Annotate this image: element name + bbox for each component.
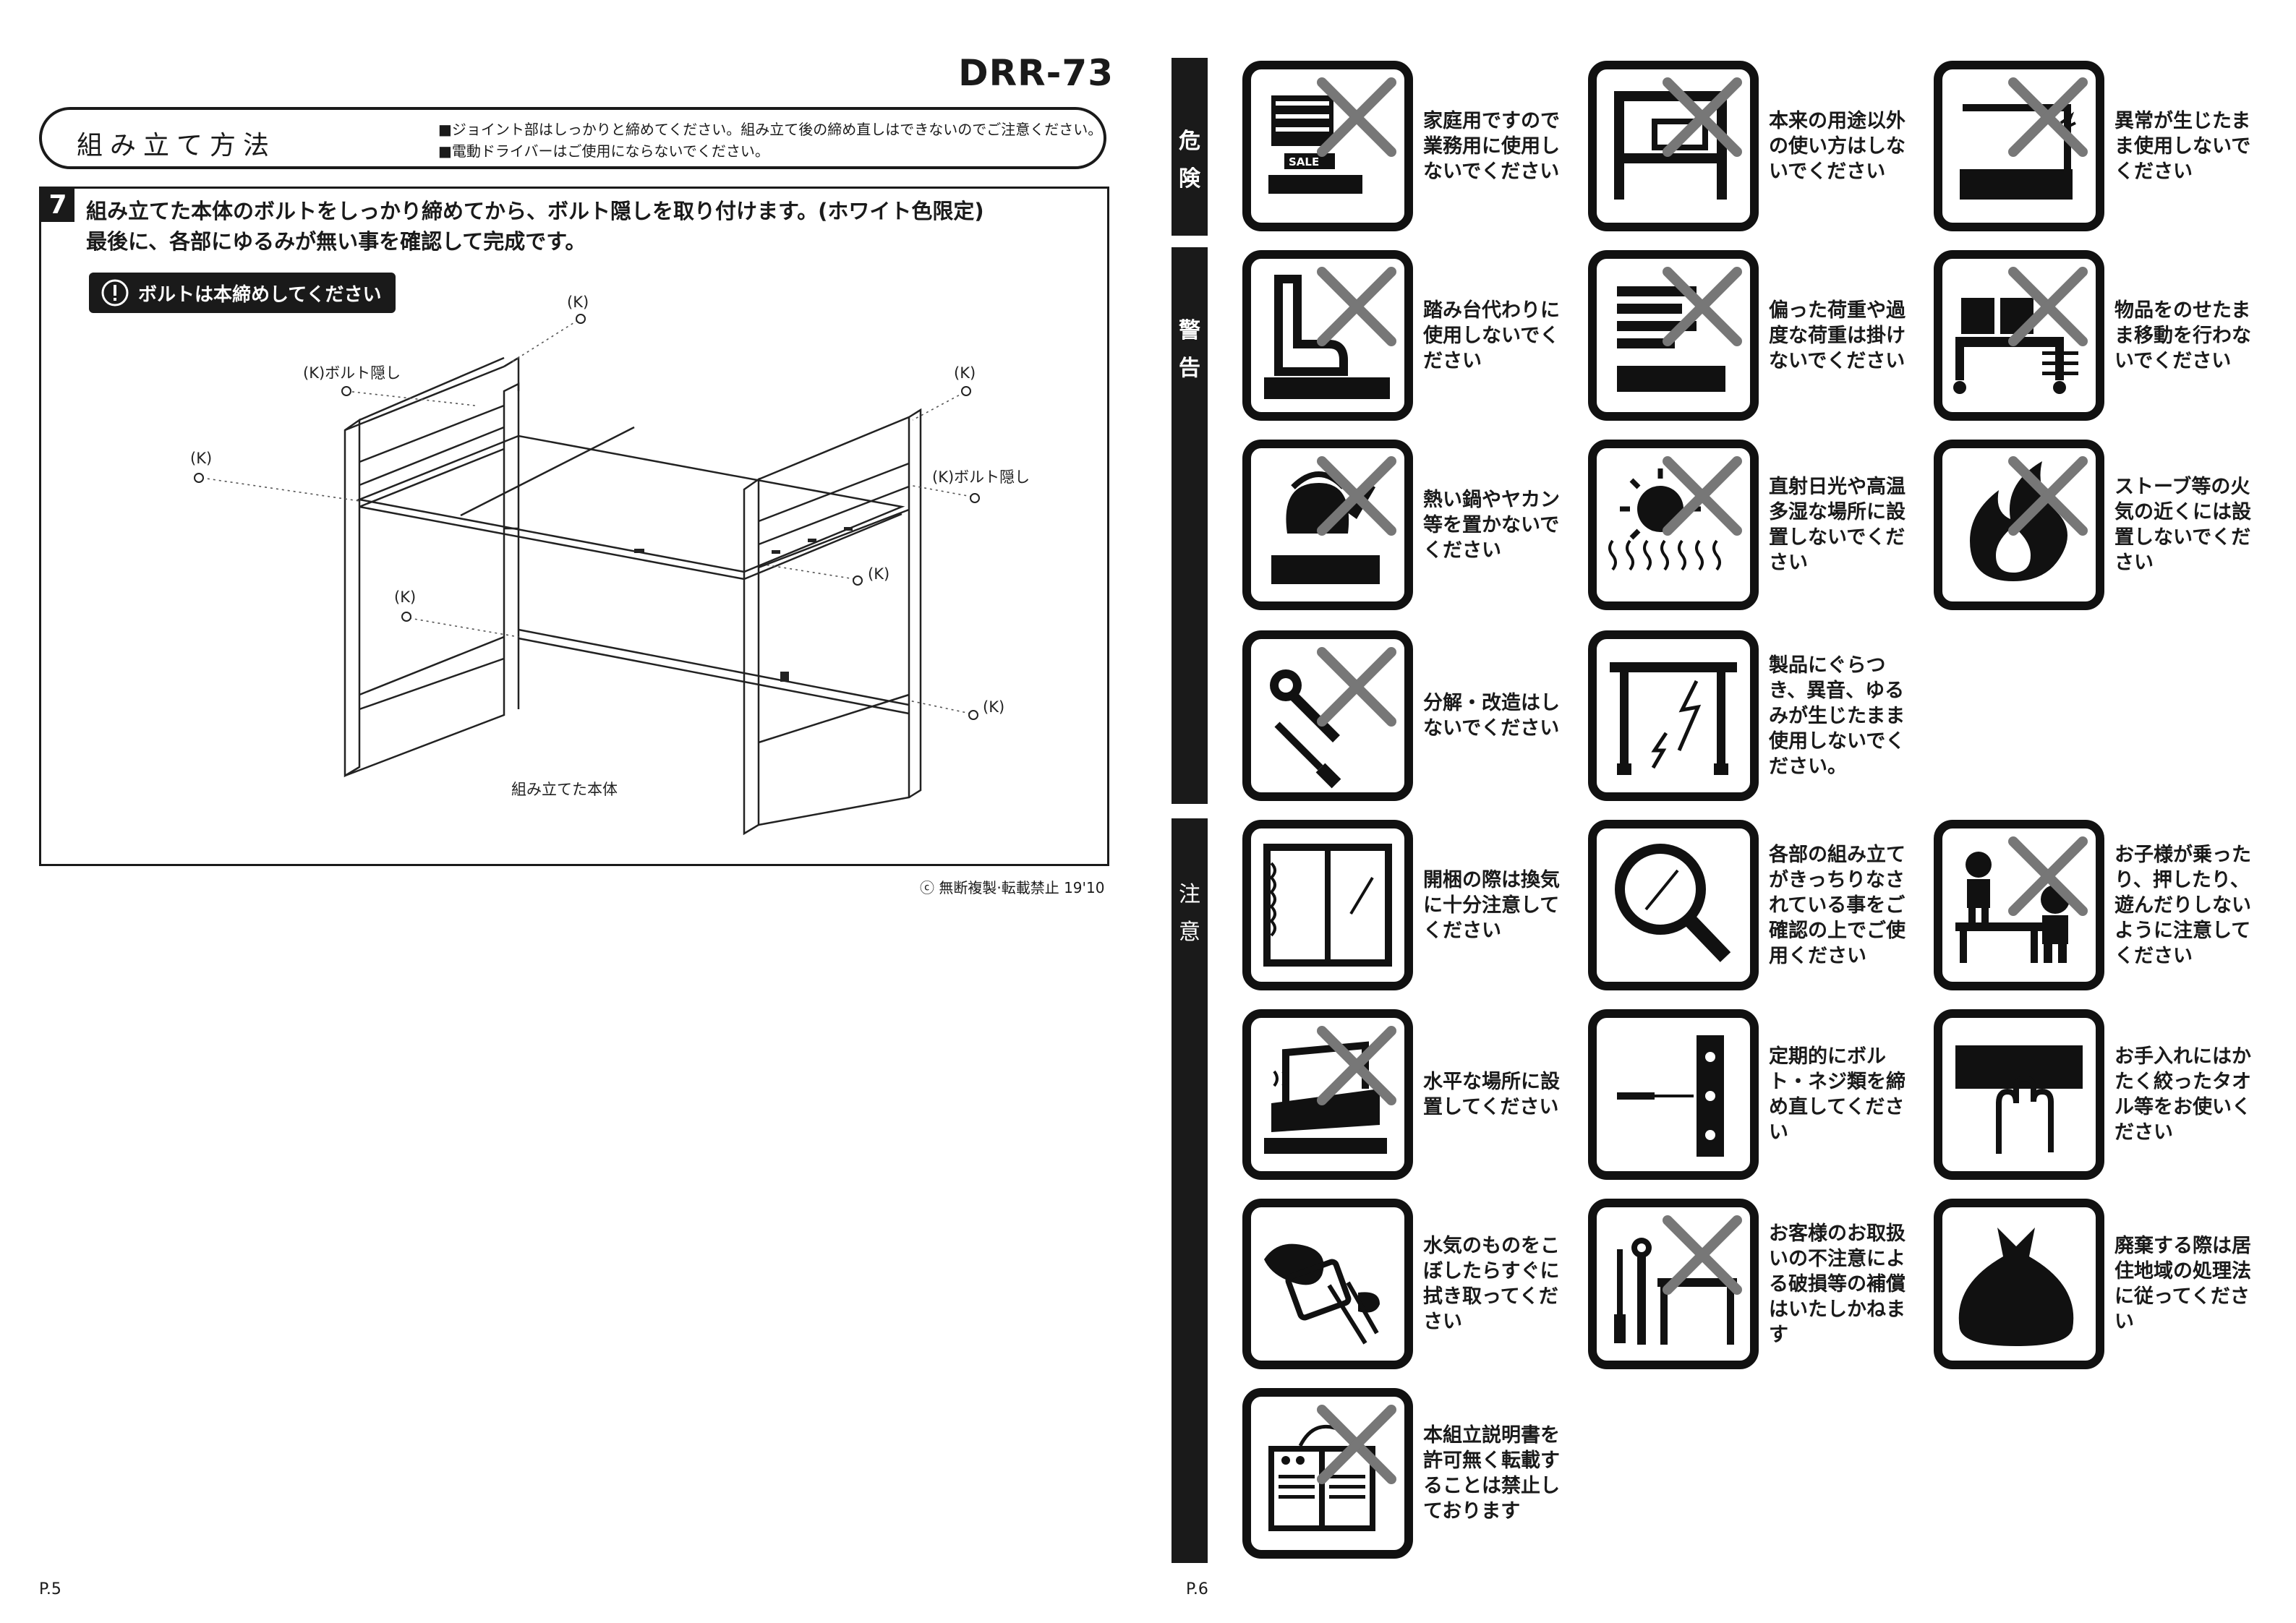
warning-text: お子様が乗ったり、押したり、遊んだりしないように注意してください — [2114, 843, 2251, 967]
step-line-1: 組み立てた本体のボルトをしっかり締めてから、ボルト隠しを取り付けます。(ホワイト… — [86, 199, 984, 223]
ventilation-window-icon — [1242, 820, 1413, 990]
step-instructions: 組み立てた本体のボルトをしっかり締めてから、ボルト隠しを取り付けます。(ホワイト… — [86, 196, 984, 257]
boot-step-icon — [1242, 250, 1413, 421]
warning-text: 熱い鍋やヤカン等を置かないでください — [1423, 488, 1560, 562]
warning-text: 製品にぐらつき、異音、ゆるみが生じたまま使用しないでください。 — [1769, 654, 1905, 778]
warning-cell: 熱い鍋やヤカン等を置かないでください — [1242, 440, 1575, 610]
rack-drawing: (K) (K)ボルト隠し (K) (K) (K)ボルト隠し (K) (K) (K… — [190, 294, 1030, 836]
sale-shelf-icon: SALE — [1242, 61, 1413, 231]
warning-cell: 直射日光や高温多湿な場所に設置しないでください — [1588, 440, 1921, 610]
wipe-spill-icon — [1242, 1199, 1413, 1369]
label-k-middle: (K) — [868, 565, 889, 583]
assembly-notes: ■ジョイント部はしっかりと締めてください。組み立て後の締め直しはできないのでご注… — [438, 119, 1102, 162]
warning-text: 定期的にボルト・ネジ類を締め直してください — [1769, 1045, 1905, 1144]
warning-cell: お子様が乗ったり、押したり、遊んだりしないように注意してください — [1934, 820, 2266, 990]
page-number-left: P.5 — [39, 1580, 61, 1598]
garbage-bag-icon — [1934, 1199, 2104, 1369]
warning-text: 踏み台代わりに使用しないでください — [1423, 299, 1560, 372]
warning-cell: 各部の組み立てがきっちりなされている事をご確認の上でご使用ください — [1588, 820, 1921, 990]
warning-cell: 廃棄する際は居住地域の処理法に従ってください — [1934, 1199, 2266, 1369]
step-line-2: 最後に、各部にゆるみが無い事を確認して完成です。 — [86, 229, 586, 254]
warning-cell: 分解・改造はしないでください — [1242, 630, 1575, 801]
label-k-cover-right: (K)ボルト隠し — [932, 468, 1030, 486]
warning-text: 直射日光や高温多湿な場所に設置しないでください — [1769, 476, 1905, 574]
warning-cell: 物品をのせたまま移動を行わないでください — [1934, 250, 2266, 421]
category-danger-label: 危険 — [1179, 129, 1200, 192]
warning-text: 物品をのせたまま移動を行わないでください — [2114, 299, 2251, 372]
warning-cell: SALE 家庭用ですので業務用に使用しないでください — [1242, 61, 1575, 231]
warning-text: お手入れにはかたく絞ったタオル等をお使いください — [2114, 1045, 2251, 1144]
left-page: DRR-73 組み立て方法 ■ジョイント部はしっかりと締めてください。組み立て後… — [39, 52, 1114, 1598]
warning-text: お客様のお取扱いの不注意による破損等の補償はいたしかねます — [1769, 1222, 1905, 1346]
label-assembled-body: 組み立てた本体 — [511, 781, 618, 798]
step-7-box: 7 組み立てた本体のボルトをしっかり締めてから、ボルト隠しを取り付けます。(ホワ… — [39, 187, 1109, 866]
towel-hand-icon — [1934, 1009, 2104, 1180]
category-caution: 注意 — [1172, 818, 1208, 1563]
label-k-left: (K) — [190, 450, 212, 467]
warning-cell: 踏み台代わりに使用しないでください — [1242, 250, 1575, 421]
overload-icon — [1588, 250, 1759, 421]
warning-cell: 製品にぐらつき、異音、ゆるみが生じたまま使用しないでください。 — [1588, 630, 1921, 801]
uneven-floor-icon — [1242, 1009, 1413, 1180]
category-warning: 警告 — [1172, 247, 1208, 804]
warning-cell: 本来の用途以外の使い方はしないでください — [1588, 61, 1921, 231]
label-k-lower-left: (K) — [394, 588, 416, 606]
copy-manual-icon — [1242, 1388, 1413, 1559]
warning-text: 分解・改造はしないでください — [1423, 692, 1560, 740]
category-caution-label: 注意 — [1179, 882, 1200, 945]
category-warning-label: 警告 — [1179, 318, 1200, 381]
notice-text: ボルトは本締めしてください — [138, 283, 382, 306]
warning-text: 本組立説明書を許可無く転載することは禁止しております — [1423, 1424, 1560, 1523]
label-k-right-top: (K) — [954, 364, 976, 382]
page-number-right: P.6 — [1186, 1580, 1208, 1598]
warning-text: 異常が生じたまま使用しないでください — [2114, 109, 2251, 183]
sun-heat-icon — [1588, 440, 1759, 610]
note-driver: ■電動ドライバーはご使用にならないでください。 — [438, 142, 769, 160]
tools-damage-icon — [1588, 1199, 1759, 1369]
model-number: DRR-73 — [958, 52, 1114, 94]
broken-rack-icon — [1934, 61, 2104, 231]
warning-text: 本来の用途以外の使い方はしないでください — [1769, 109, 1905, 183]
magnifier-icon — [1588, 820, 1759, 990]
exclamation-icon — [101, 279, 129, 307]
warning-text: 廃棄する際は居住地域の処理法に従ってください — [2114, 1235, 2251, 1333]
step-number: 7 — [41, 189, 74, 222]
warning-text: 水気のものをこぼしたらすぐに拭き取ってください — [1423, 1235, 1560, 1333]
svg-text:SALE: SALE — [1289, 155, 1319, 168]
note-joint: ■ジョイント部はしっかりと締めてください。組み立て後の締め直しはできないのでご注… — [438, 121, 1103, 138]
warning-cell: 偏った荷重や過度な荷重は掛けないでください — [1588, 250, 1921, 421]
warning-text: 水平な場所に設置してください — [1423, 1071, 1560, 1118]
warning-text: 開梱の際は換気に十分注意してください — [1423, 868, 1560, 942]
category-danger: 危険 — [1172, 58, 1208, 236]
flame-icon — [1934, 440, 2104, 610]
assembly-header: 組み立て方法 ■ジョイント部はしっかりと締めてください。組み立て後の締め直しはで… — [39, 107, 1106, 169]
assembly-title: 組み立て方法 — [77, 131, 277, 160]
warning-cell: 本組立説明書を許可無く転載することは禁止しております — [1242, 1388, 1575, 1559]
warning-cell: お手入れにはかたく絞ったタオル等をお使いください — [1934, 1009, 2266, 1180]
right-page: 危険 警告 注意 SALE 家庭用ですので業務用に使用しないでください 本来の用途以… — [1172, 0, 2296, 1623]
warning-cell: お客様のお取扱いの不注意による破損等の補償はいたしかねます — [1588, 1199, 1921, 1369]
warning-text: 偏った荷重や過度な荷重は掛けないでください — [1769, 299, 1905, 372]
warning-cell: 異常が生じたまま使用しないでください — [1934, 61, 2266, 231]
cracked-rack-icon — [1588, 630, 1759, 801]
warning-cell: ストーブ等の火気の近くには設置しないでください — [1934, 440, 2266, 610]
warning-cell: 開梱の際は換気に十分注意してください — [1242, 820, 1575, 990]
warning-text: 家庭用ですので業務用に使用しないでください — [1423, 109, 1560, 183]
warning-cell: 定期的にボルト・ネジ類を締め直してください — [1588, 1009, 1921, 1180]
tools-icon — [1242, 630, 1413, 801]
label-k-lower-right: (K) — [983, 698, 1004, 716]
children-icon — [1934, 820, 2104, 990]
warning-text: ストーブ等の火気の近くには設置しないでください — [2114, 476, 2251, 574]
moving-cart-icon — [1934, 250, 2104, 421]
screwdriver-bolt-icon — [1588, 1009, 1759, 1180]
label-k-top: (K) — [567, 294, 589, 311]
hot-kettle-icon — [1242, 440, 1413, 610]
warning-text: 各部の組み立てがきっちりなされている事をご確認の上でご使用ください — [1769, 843, 1905, 967]
copyright: ⓒ 無断複製·転載禁止 19'10 — [920, 879, 1105, 896]
notice-badge: ボルトは本締めしてください — [89, 273, 396, 313]
label-k-cover-left: (K)ボルト隠し — [303, 364, 401, 382]
warning-cell: 水平な場所に設置してください — [1242, 1009, 1575, 1180]
warning-cell: 水気のものをこぼしたらすぐに拭き取ってください — [1242, 1199, 1575, 1369]
rack-misuse-icon — [1588, 61, 1759, 231]
